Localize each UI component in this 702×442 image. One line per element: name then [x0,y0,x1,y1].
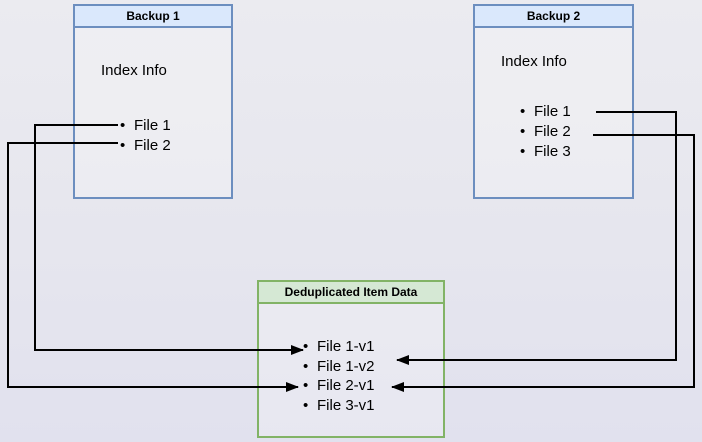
backup1-header: Backup 1 [75,6,231,28]
backup1-file-item: File 2 [120,136,171,156]
backup2-box: Backup 2 Index Info File 1 File 2 File 3 [473,4,634,199]
backup1-body: Index Info File 1 File 2 [75,28,231,197]
dedup-item: File 1-v2 [303,357,375,377]
backup2-file-item: File 2 [520,122,571,142]
dedup-title: Deduplicated Item Data [284,285,418,299]
dedup-item-list: File 1-v1 File 1-v2 File 2-v1 File 3-v1 [303,337,375,415]
backup2-title: Backup 2 [526,9,581,23]
backup2-header: Backup 2 [475,6,632,28]
dedup-header: Deduplicated Item Data [259,282,443,304]
dedup-item: File 3-v1 [303,396,375,416]
backup2-file-list: File 1 File 2 File 3 [520,102,571,162]
backup1-box: Backup 1 Index Info File 1 File 2 [73,4,233,199]
dedup-item: File 1-v1 [303,337,375,357]
dedup-box: Deduplicated Item Data File 1-v1 File 1-… [257,280,445,438]
backup1-file-item: File 1 [120,116,171,136]
dedup-body: File 1-v1 File 1-v2 File 2-v1 File 3-v1 [259,304,443,436]
backup1-index-info-label: Index Info [101,62,167,79]
backup2-file-item: File 1 [520,102,571,122]
backup2-file-item: File 3 [520,142,571,162]
dedup-item: File 2-v1 [303,376,375,396]
backup2-index-info-label: Index Info [501,53,567,70]
backup1-file-list: File 1 File 2 [120,116,171,156]
backup2-body: Index Info File 1 File 2 File 3 [475,28,632,197]
backup1-title: Backup 1 [126,9,180,23]
